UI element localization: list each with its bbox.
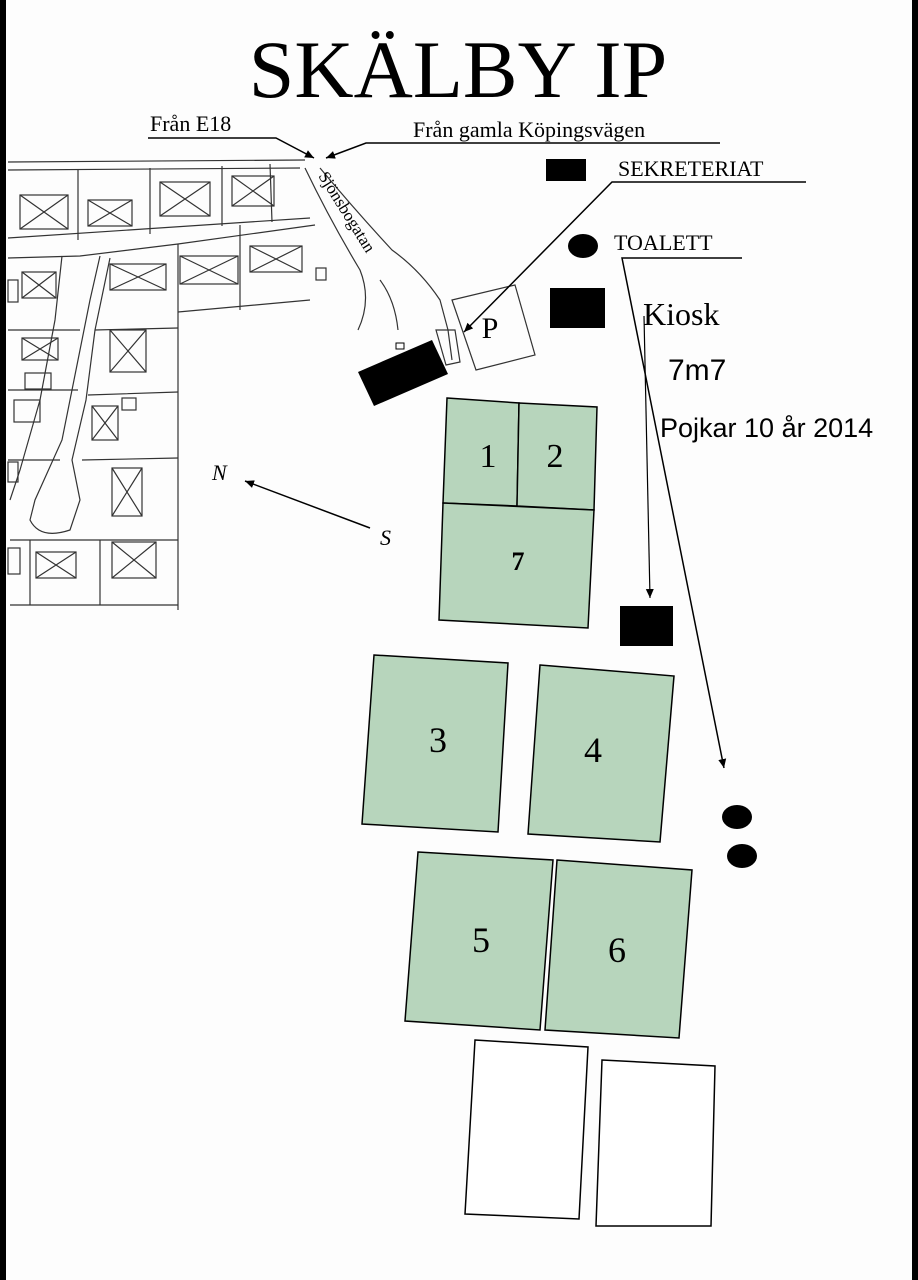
parking-label: P [482, 312, 499, 345]
field-7: 7 [438, 502, 595, 629]
toilet-building-2 [727, 844, 757, 868]
field-5: 5 [404, 851, 554, 1031]
field-1: 1 [442, 397, 520, 507]
kiosk-label: Kiosk [643, 296, 719, 332]
field-3: 3 [361, 654, 509, 833]
kiosk-symbol [550, 288, 605, 328]
field-7-label: 7 [512, 547, 525, 576]
secretariat-arrow [463, 181, 806, 333]
field-unlabeled-1 [464, 1039, 589, 1220]
field-unlabeled-2 [595, 1059, 716, 1227]
from-old-road-label: Från gamla Köpingsvägen [413, 117, 645, 142]
field-4-label: 4 [584, 730, 602, 770]
field-3-label: 3 [429, 720, 447, 760]
street-sjonsbogatan [304, 167, 461, 366]
kiosk-arrow [643, 315, 654, 599]
compass-north: N [211, 460, 228, 485]
from-e18-arrow [148, 137, 315, 159]
parking-area [451, 284, 536, 371]
compass-south: S [380, 525, 391, 550]
toilet-symbol [568, 234, 598, 258]
residential-area [7, 159, 327, 610]
field-6-label: 6 [608, 930, 626, 970]
toilet-arrow [621, 257, 742, 769]
map-title: SKÄLBY IP [249, 24, 667, 115]
field-2: 2 [516, 402, 598, 511]
kiosk-building [620, 606, 673, 646]
secretariat-symbol [546, 159, 586, 181]
toilet-label: TOALETT [614, 230, 713, 255]
team-label: Pojkar 10 år 2014 [660, 413, 873, 443]
field-2-label: 2 [547, 438, 564, 475]
format-label: 7m7 [668, 354, 726, 387]
secretariat-building [358, 340, 448, 406]
from-old-road-arrow [325, 142, 720, 159]
map-background [6, 0, 912, 1280]
field-1-label: 1 [480, 438, 497, 475]
secretariat-label: SEKRETERIAT [618, 156, 764, 181]
field-4: 4 [527, 664, 675, 843]
compass-arrow [244, 480, 371, 529]
from-e18-label: Från E18 [150, 111, 231, 136]
field-6: 6 [544, 859, 693, 1039]
toilet-building-1 [722, 805, 752, 829]
field-5-label: 5 [472, 920, 490, 960]
